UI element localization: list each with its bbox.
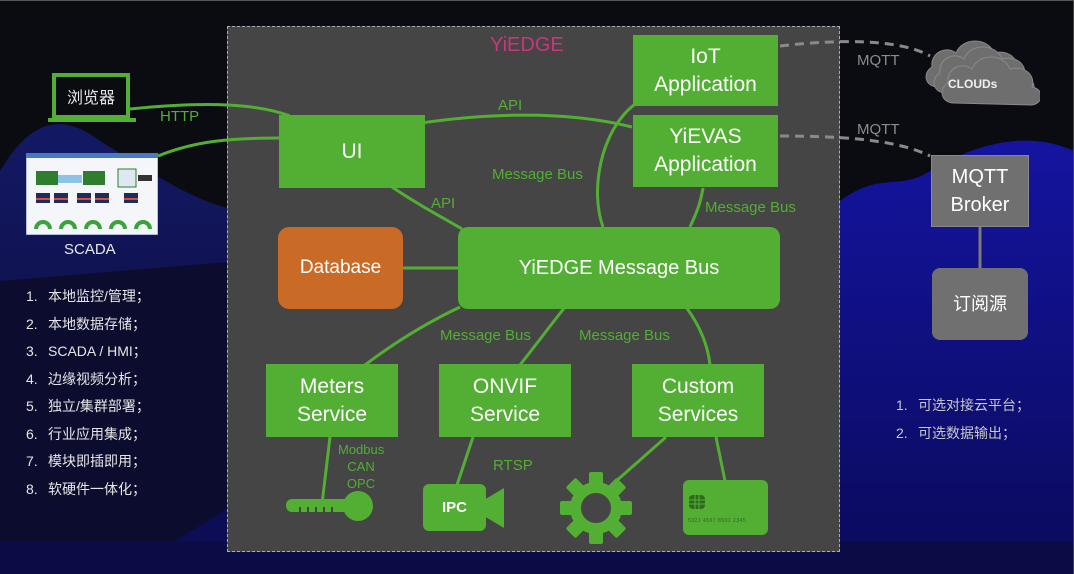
edge-yievas-bus	[688, 187, 705, 228]
smart-card-icon: 5321 4567 8901 2345	[683, 480, 768, 535]
options-list: 1.可选对接云平台； 2.可选数据输出；	[896, 392, 1030, 447]
iot-app-line1: IoT	[690, 44, 721, 68]
feature-item: 3.SCADA / HMI；	[26, 343, 147, 359]
clouds-label: CLOUDs	[948, 77, 998, 91]
http-label: HTTP	[160, 108, 200, 125]
browser-label: 浏览器	[66, 90, 115, 107]
message-bus-label-yievas: Message Bus	[705, 199, 796, 216]
card-chip-icon	[689, 495, 705, 509]
option-item: 2.可选数据输出；	[896, 424, 1016, 441]
api-label-top: API	[498, 97, 523, 114]
feature-list: 1.本地监控/管理； 2.本地数据存储； 3.SCADA / HMI； 4.边缘…	[0, 283, 150, 503]
mqtt-label-cloud: MQTT	[857, 52, 900, 69]
protocol-opc: OPC	[346, 476, 376, 491]
edge-yievas-broker	[779, 134, 931, 158]
laptop-base	[48, 118, 136, 122]
message-bus-label-onvif: Message Bus	[579, 327, 670, 344]
feature-item: 2.本地数据存储；	[26, 315, 146, 332]
scada-label: SCADA	[64, 241, 116, 258]
database-node: Database	[278, 227, 403, 309]
message-bus-label-iot: Message Bus	[492, 166, 583, 183]
iot-app-line2: Application	[654, 72, 757, 96]
mqtt-broker-node: MQTT Broker	[931, 155, 1029, 227]
yiedge-title: YiEDGE	[490, 34, 564, 56]
feature-item: 1.本地监控/管理；	[26, 288, 150, 304]
meters-service-node: Meters Service	[266, 364, 398, 437]
protocols-label: Modbus CAN OPC	[338, 441, 384, 492]
database-label: Database	[299, 257, 382, 278]
feature-item: 7.模块即插即用；	[26, 453, 146, 469]
api-label-ui-bus: API	[431, 195, 456, 212]
ipc-label: IPC	[441, 499, 467, 516]
mqtt-label-broker: MQTT	[857, 121, 900, 138]
ui-node-label: UI	[341, 139, 363, 163]
broker-line1: MQTT	[951, 166, 1009, 188]
custom-line2: Services	[657, 402, 739, 426]
edge-ui-bus	[391, 185, 463, 231]
edge-bus-meters	[364, 305, 461, 367]
edge-meters-sensor	[320, 436, 332, 505]
scada-screenshot	[26, 153, 158, 235]
onvif-line2: Service	[469, 402, 541, 426]
subscriber-node: 订阅源	[932, 268, 1028, 340]
iot-application-node: IoT Application	[633, 35, 778, 106]
onvif-line1: ONVIF	[472, 374, 538, 398]
clouds-icon	[925, 40, 1040, 106]
edge-bus-custom	[684, 306, 712, 366]
rtsp-label: RTSP	[493, 457, 533, 474]
message-bus-label-meters: Message Bus	[440, 327, 531, 344]
yievas-line1: YiEVAS	[669, 125, 742, 148]
edge-iot-clouds	[779, 40, 931, 58]
message-bus-label: YiEDGE Message Bus	[518, 257, 720, 279]
thermometer-sensor-icon	[286, 491, 373, 521]
feature-item: 5.独立/集群部署；	[26, 398, 150, 414]
custom-line1: Custom	[661, 374, 735, 398]
edge-custom-card	[714, 436, 727, 482]
edge-iot-bus	[596, 102, 636, 228]
feature-item: 4.边缘视频分析；	[26, 370, 146, 387]
protocol-can: CAN	[347, 459, 375, 474]
protocol-modbus: Modbus	[338, 442, 385, 457]
custom-services-node: Custom Services	[632, 364, 764, 437]
gear-icon	[560, 472, 632, 544]
option-item: 1.可选对接云平台；	[896, 397, 1030, 413]
ipc-camera-icon: IPC	[423, 484, 486, 531]
yievas-application-node: YiEVAS Application	[633, 115, 778, 187]
subscriber-label: 订阅源	[953, 294, 1007, 314]
edge-browser-ui	[129, 103, 291, 118]
browser-laptop-icon: 浏览器	[52, 73, 130, 119]
camera-lens-icon	[484, 488, 504, 528]
feature-item: 6.行业应用集成；	[26, 425, 146, 442]
feature-item: 8.软硬件一体化；	[26, 480, 146, 497]
message-bus-node: YiEDGE Message Bus	[458, 227, 780, 309]
yievas-line2: Application	[654, 153, 757, 176]
meters-line2: Service	[296, 402, 368, 426]
broker-line2: Broker	[950, 194, 1010, 216]
card-number: 5321 4567 8901 2345	[688, 518, 747, 524]
meters-line1: Meters	[299, 374, 365, 398]
edge-scada-ui	[157, 136, 281, 158]
ui-node: UI	[279, 115, 425, 188]
edge-onvif-ipc	[455, 436, 475, 486]
edge-bus-onvif	[518, 306, 567, 366]
onvif-service-node: ONVIF Service	[439, 364, 571, 437]
